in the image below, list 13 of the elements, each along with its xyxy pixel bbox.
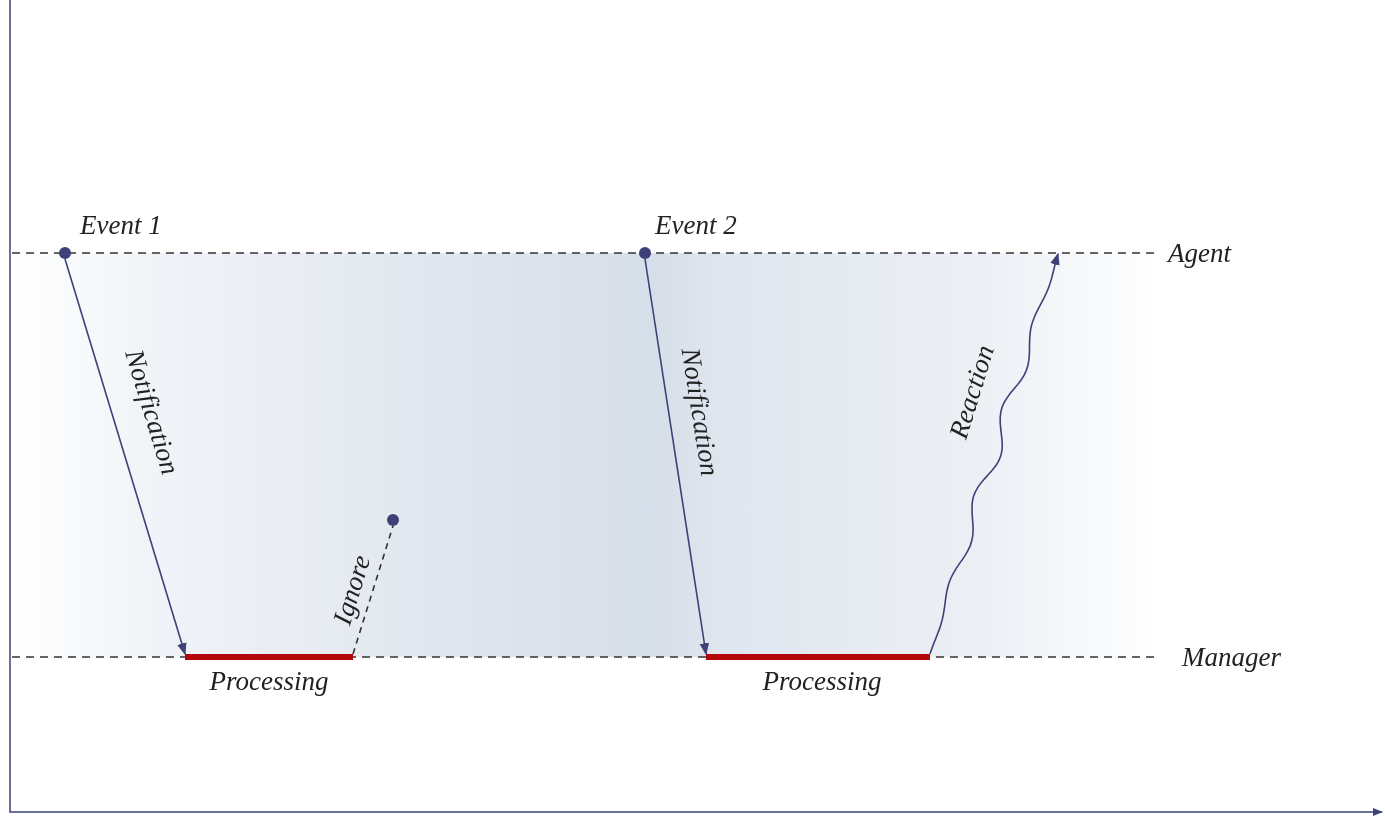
arrow [64,258,187,656]
event-label: Event 2 [655,212,737,239]
event-label: Event 1 [80,212,162,239]
edge-label: Ignore [328,552,376,628]
lane-label: Manager [1182,644,1281,671]
processing-label: Processing [762,668,882,695]
wavy-arrow [929,252,1060,655]
dashed-line [352,525,394,655]
arrow [644,258,710,656]
edge-label: Notification [676,346,724,478]
lane-label: Agent [1168,240,1231,267]
edge-label: Reaction [945,342,999,442]
processing-label: Processing [209,668,329,695]
